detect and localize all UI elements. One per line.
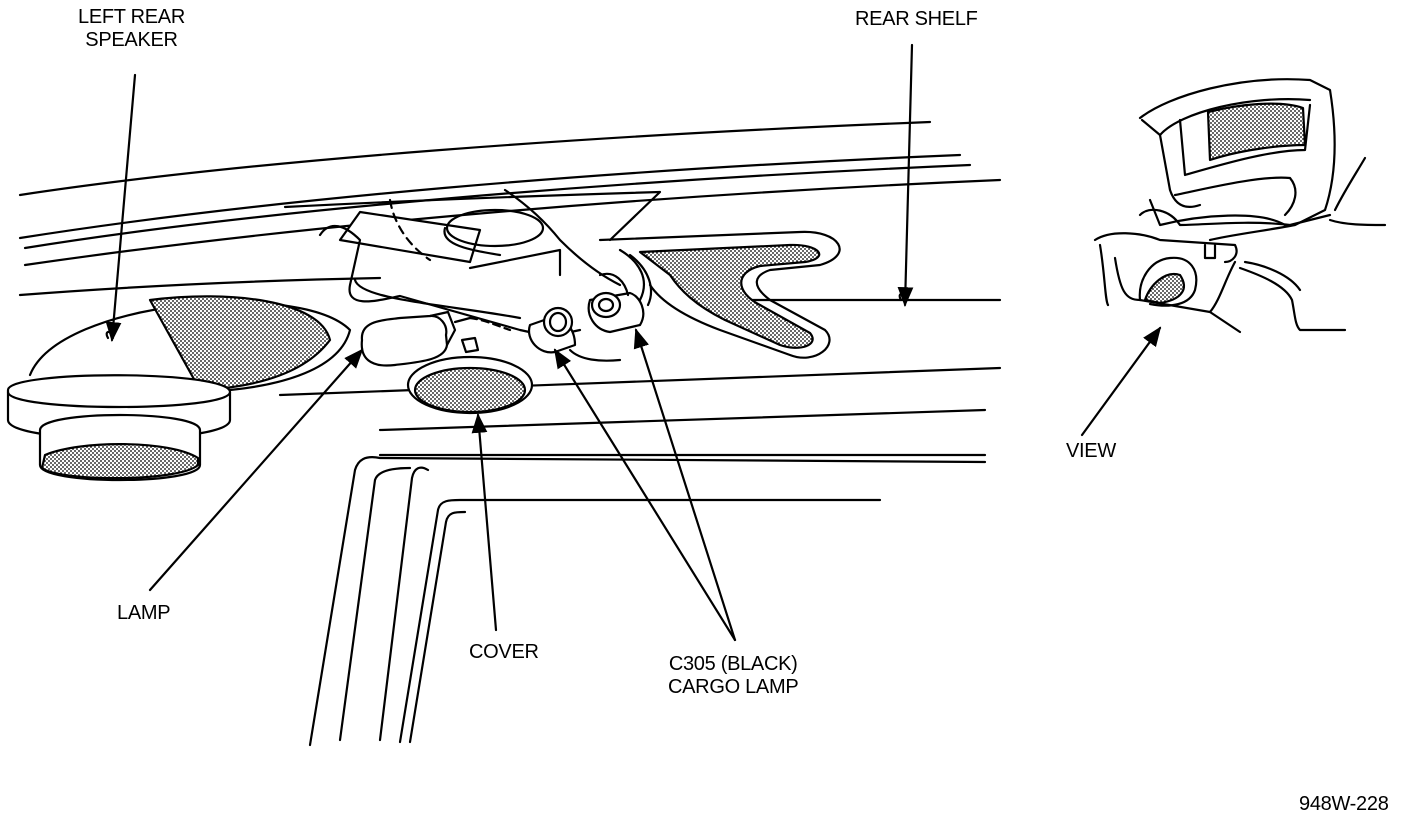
c305-connector — [527, 272, 645, 362]
left-rear-speaker-label-line2: SPEAKER — [85, 29, 178, 51]
leader-lines — [105, 43, 1162, 642]
c305-label-line2: CARGO LAMP — [668, 676, 799, 698]
rear-shelf-label: REAR SHELF — [855, 8, 978, 30]
lamp-bulb — [360, 310, 512, 367]
lamp-label: LAMP — [117, 602, 171, 624]
cover-lens — [406, 336, 534, 415]
left-rear-speaker — [6, 295, 352, 482]
cover-label: COVER — [469, 641, 539, 663]
cargo-lamp-housing — [283, 188, 841, 359]
figure-id: 948W-228 — [1299, 793, 1389, 815]
left-rear-speaker-label: LEFT REAR SPEAKER — [78, 6, 185, 52]
inset-view — [1093, 78, 1387, 334]
liftgate-frame — [308, 456, 987, 747]
c305-cargo-lamp-label: C305 (BLACK) CARGO LAMP — [668, 653, 799, 699]
c305-label-line1: C305 (BLACK) — [668, 653, 798, 675]
left-rear-speaker-label-line1: LEFT REAR — [78, 6, 185, 28]
view-label: VIEW — [1066, 440, 1116, 462]
